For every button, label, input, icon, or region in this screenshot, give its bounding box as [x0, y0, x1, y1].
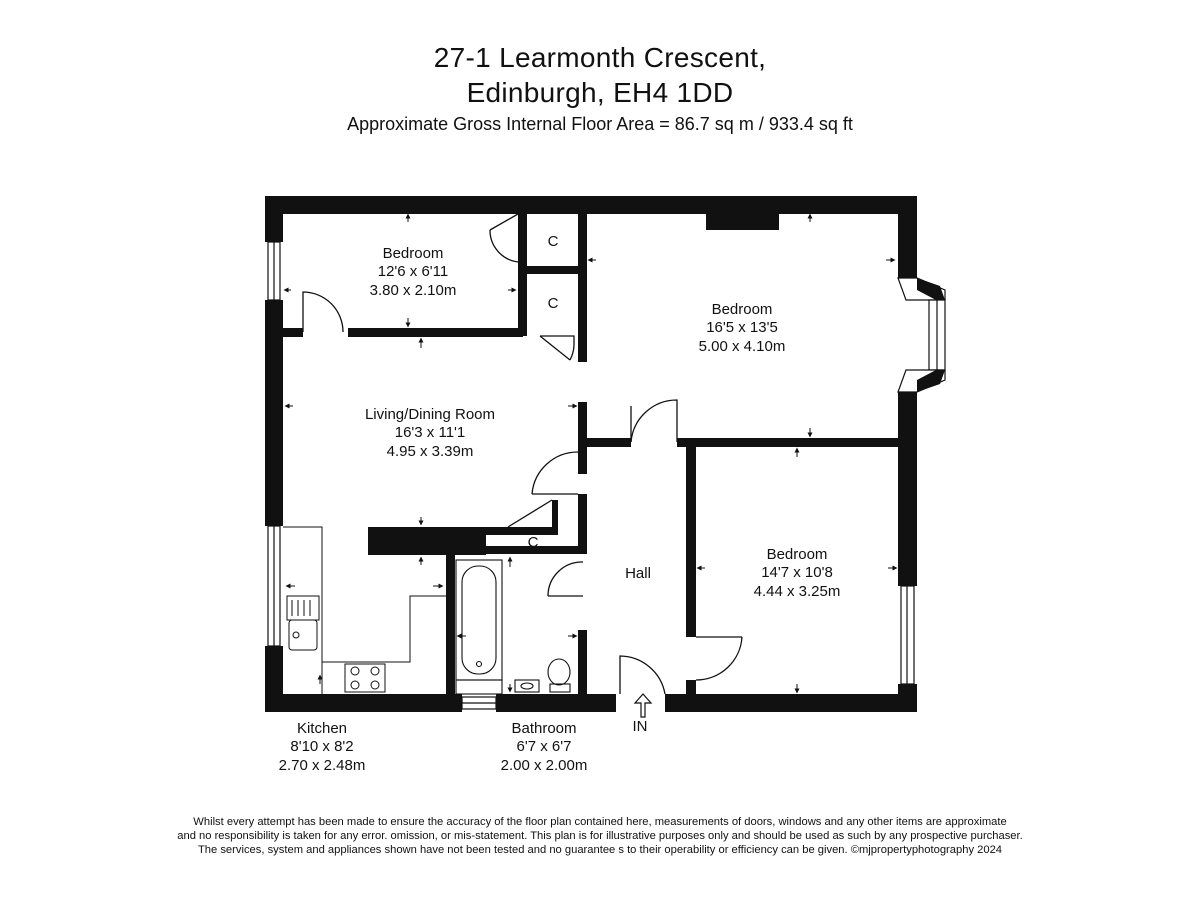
- bedroom-small-name: Bedroom: [383, 245, 444, 262]
- bedroom-small-imperial: 12'6 x 6'11: [378, 263, 449, 280]
- kitchen-imperial: 8'10 x 8'2: [290, 738, 353, 755]
- bedroom-right-imperial: 14'7 x 10'8: [761, 564, 833, 581]
- disclaimer-line-1: Whilst every attempt has been made to en…: [193, 816, 1007, 828]
- entrance-arrow-icon: [633, 693, 653, 718]
- bay-window-frame: [917, 278, 945, 392]
- living-name: Living/Dining Room: [365, 406, 495, 423]
- windows: [267, 241, 946, 710]
- floor-area: Approximate Gross Internal Floor Area = …: [347, 114, 853, 134]
- sink-icon: [286, 595, 320, 651]
- disclaimer: Whilst every attempt has been made to en…: [0, 815, 1200, 857]
- cupboard-label-2: C: [548, 295, 559, 312]
- dimension-arrows: [283, 213, 898, 694]
- bedroom-right-metric: 4.44 x 3.25m: [754, 583, 841, 600]
- bedroom-large-metric: 5.00 x 4.10m: [699, 338, 786, 355]
- disclaimer-line-2: and no responsibility is taken for any e…: [177, 830, 1023, 842]
- toilet-icon: [514, 658, 571, 693]
- cupboard-label-1: C: [548, 233, 559, 250]
- bedroom-right-name: Bedroom: [767, 546, 828, 563]
- outer-walls: [265, 196, 917, 712]
- cupboard-label-3: C: [528, 534, 539, 551]
- bathroom-imperial: 6'7 x 6'7: [517, 738, 572, 755]
- bath-icon: [455, 559, 503, 695]
- hob-icon: [344, 663, 386, 693]
- living-imperial: 16'3 x 11'1: [395, 424, 466, 441]
- bathroom-name: Bathroom: [511, 720, 576, 737]
- doors: [302, 213, 743, 695]
- address-line-2: Edinburgh, EH4 1DD: [466, 77, 734, 108]
- bedroom-large-name: Bedroom: [712, 301, 773, 318]
- disclaimer-line-3: The services, system and appliances show…: [197, 844, 1003, 856]
- interior-walls: [283, 212, 898, 694]
- living-metric: 4.95 x 3.39m: [387, 443, 474, 460]
- bathroom-metric: 2.00 x 2.00m: [501, 757, 588, 774]
- hall-name: Hall: [625, 565, 651, 582]
- bedroom-large-imperial: 16'5 x 13'5: [706, 319, 778, 336]
- address-line-1: 27-1 Learmonth Crescent,: [433, 42, 767, 73]
- entrance-label: IN: [633, 718, 648, 735]
- bedroom-small-metric: 3.80 x 2.10m: [370, 282, 457, 299]
- kitchen-metric: 2.70 x 2.48m: [279, 757, 366, 774]
- kitchen-name: Kitchen: [297, 720, 347, 737]
- room-labels: Bedroom 12'6 x 6'11 3.80 x 2.10m Bedroom…: [279, 233, 841, 774]
